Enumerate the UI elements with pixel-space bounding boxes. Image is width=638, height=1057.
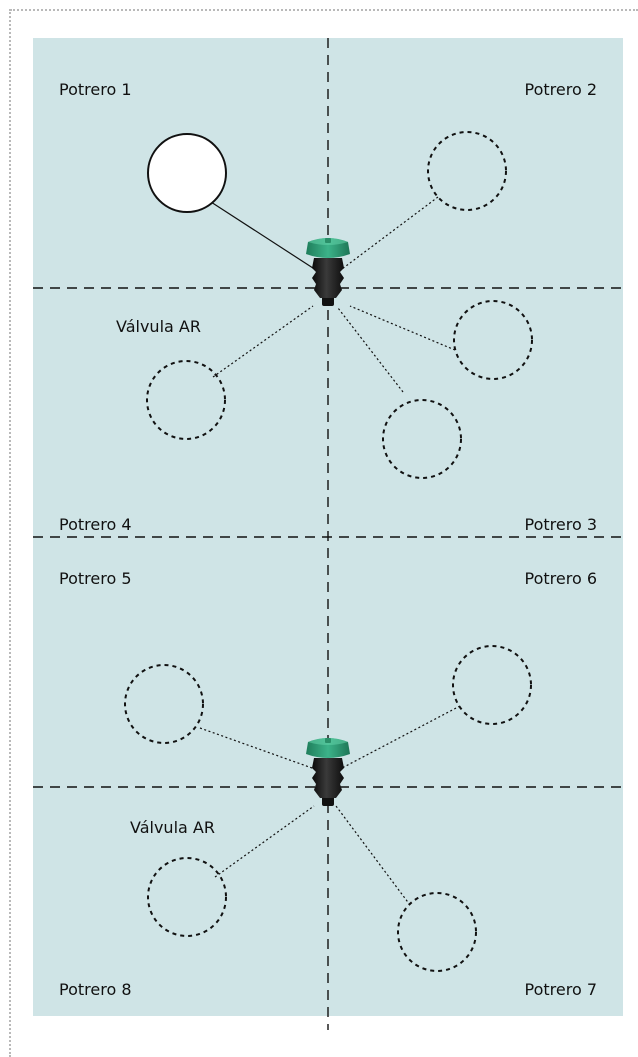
- trough-active: [147, 133, 227, 213]
- frame-top-border: [10, 9, 638, 11]
- trough-p4: [146, 360, 226, 440]
- paddock-label-4: Potrero 4: [59, 515, 132, 534]
- trough-p3-upper: [453, 300, 533, 380]
- frame-left-border: [9, 9, 11, 1057]
- connector-active: [210, 201, 317, 271]
- paddock-label-2: Potrero 2: [525, 80, 598, 99]
- paddock-label-1: Potrero 1: [59, 80, 132, 99]
- paddock-label-3: Potrero 3: [525, 515, 598, 534]
- paddock-label-7: Potrero 7: [525, 980, 598, 999]
- valve-label-bottom: Válvula AR: [130, 818, 215, 837]
- paddock-label-5: Potrero 5: [59, 569, 132, 588]
- connector-p5: [199, 727, 313, 769]
- paddock-label-8: Potrero 8: [59, 980, 132, 999]
- trough-p8: [147, 857, 227, 937]
- valve-label-top: Válvula AR: [116, 317, 201, 336]
- trough-p3-lower: [382, 399, 462, 479]
- connector-p2: [337, 196, 439, 273]
- trough-p7: [397, 892, 477, 972]
- connector-p3a: [349, 305, 456, 351]
- trough-p6: [452, 645, 532, 725]
- trough-p5: [124, 664, 204, 744]
- trough-p2: [427, 131, 507, 211]
- paddock-label-6: Potrero 6: [525, 569, 598, 588]
